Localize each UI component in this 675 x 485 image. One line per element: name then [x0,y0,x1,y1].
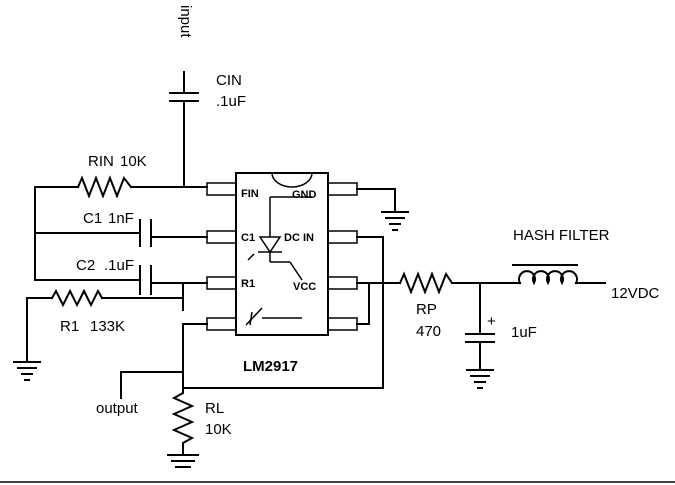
c-out-value-label: 1uF [511,324,537,341]
rp-value-label: 470 [416,323,441,340]
pin-label-vcc: VCC [293,281,316,293]
rl-value-label: 10K [205,421,232,438]
vcc-net [356,236,384,389]
pin-label-gnd: GND [292,189,317,201]
r1-resistor [34,288,184,308]
c1-ref-label: C1 [83,210,102,227]
c1-value-label: 1nF [108,210,134,227]
rin-resistor [34,175,208,199]
ic-lm2917 [235,172,329,336]
ic-pins-left [206,182,237,331]
rin-value-label: 10K [120,153,147,170]
rl-ref-label: RL [205,400,224,417]
pin-label-r1: R1 [241,278,255,290]
r1-ref-label: R1 [60,318,79,335]
rin-ref-label: RIN [88,153,114,170]
output-label: output [96,400,139,417]
c2-capacitor [34,265,208,311]
pin-label-fin: FIN [241,188,259,200]
rp-ref-label: RP [416,301,437,318]
cin-ref-label: CIN [216,72,242,89]
hash-filter-label: HASH FILTER [513,227,610,244]
supply-label: 12VDC [611,285,660,302]
rl-resistor [167,387,199,468]
left-ground-bus [13,186,41,381]
c-out-polarity-label: + [487,313,496,330]
input-label: input [177,5,194,38]
cin-capacitor [169,71,199,188]
ic-pins-right [327,182,358,331]
ic-name-label: LM2917 [243,358,298,375]
pin-label-dcin: DC IN [284,232,314,244]
c2-ref-label: C2 [76,257,95,274]
hash-filter-inductor [512,264,606,286]
cin-value-label: .1uF [216,93,246,110]
c1-capacitor [34,219,208,247]
c-out-capacitor [465,282,495,389]
rp-resistor [382,271,514,295]
ic-gnd-ground [356,188,409,231]
output-net [120,323,384,399]
pin-label-c1: C1 [241,232,255,244]
r1-value-label: 133K [90,318,125,335]
c2-value-label: .1uF [104,257,134,274]
